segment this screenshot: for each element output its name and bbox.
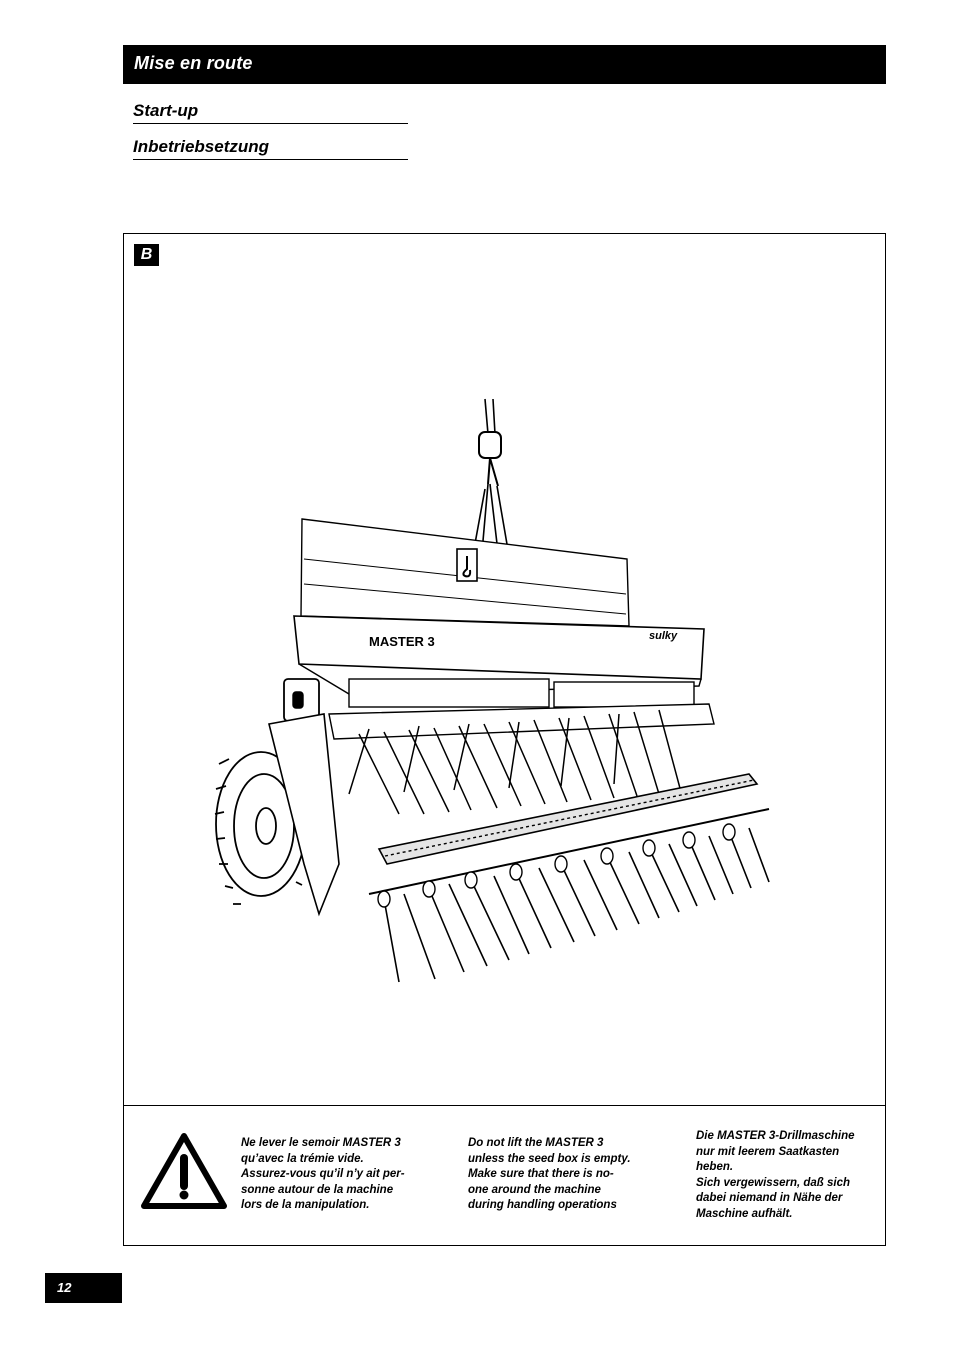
warning-text-english: Do not lift the MASTER 3 unless the seed… [468,1137,631,1211]
section-title: Mise en route [134,53,253,73]
figure-frame: B MASTER 3 sulky [123,233,886,1246]
figure-label: B [134,244,159,266]
brand-text: sulky [649,630,678,642]
page-number-tab: 12 [45,1273,122,1303]
page-number: 12 [57,1280,72,1295]
subtitle-underline [133,123,408,124]
seed-drill-illustration: MASTER 3 sulky [214,398,770,983]
caption-divider [124,1105,885,1106]
section-header-bar: Mise en route [123,45,886,84]
warning-text-german: Die MASTER 3-Drillmaschine nur mit leere… [696,1130,855,1220]
warning-text-french: Ne lever le semoir MASTER 3 qu’avec la t… [241,1137,405,1211]
subtitle-english: Start-up [133,101,199,120]
warning-triangle-icon [141,1133,227,1209]
machine-model-text: MASTER 3 [369,634,435,649]
subtitle-german: Inbetriebsetzung [133,137,270,156]
subtitle-underline [133,159,408,160]
